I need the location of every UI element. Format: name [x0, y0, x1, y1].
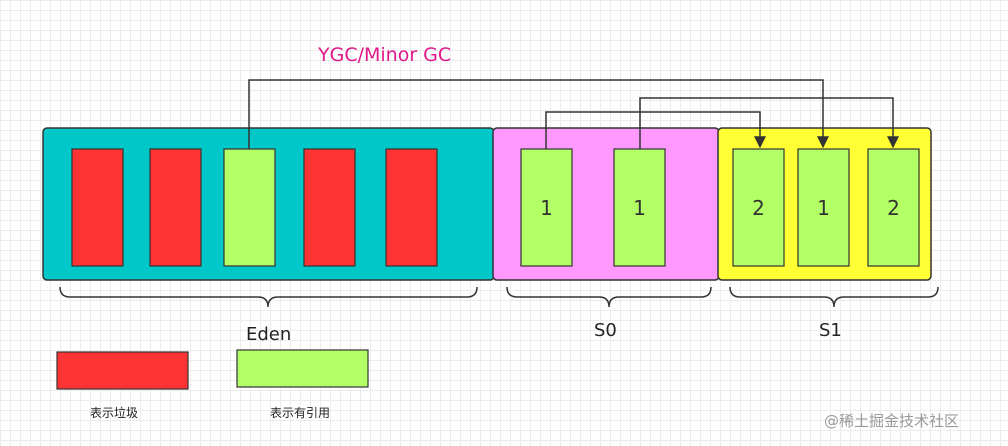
eden-cell-referenced: [223, 148, 276, 267]
eden-label: Eden: [246, 324, 292, 345]
s1-cell: [867, 148, 920, 267]
s0-cell: [520, 148, 573, 267]
legend-referenced-swatch: [236, 349, 369, 388]
s0-cell-number: 1: [540, 196, 553, 220]
s1-cell-number: 2: [887, 196, 900, 220]
legend-garbage-text: 表示垃圾: [90, 406, 139, 420]
copy-arrow-s0-to-s1-first: [545, 111, 766, 149]
diagram-title: YGC/Minor GC: [318, 44, 452, 66]
s0-label: S0: [594, 320, 617, 341]
copy-arrow-s0-to-s1-third: [639, 97, 899, 149]
eden-cell-garbage: [303, 148, 356, 267]
s1-cell-number: 2: [752, 196, 765, 220]
s1-cell: [732, 148, 785, 267]
eden-brace: [59, 286, 478, 308]
watermark: @稀土掘金技术社区: [824, 412, 960, 430]
eden-cell-garbage: [385, 148, 438, 267]
s1-brace: [729, 286, 939, 308]
s1-cell-number: 1: [817, 196, 830, 220]
s1-cell: [797, 148, 850, 267]
s0-cell-number: 1: [633, 196, 646, 220]
copy-arrow-eden-to-s1: [248, 79, 829, 149]
s0-brace: [506, 286, 712, 308]
legend-referenced-text: 表示有引用: [270, 406, 331, 420]
eden-cell-garbage: [71, 148, 124, 267]
eden-cell-garbage: [149, 148, 202, 267]
s0-cell: [613, 148, 666, 267]
s1-label: S1: [819, 320, 842, 341]
legend-garbage-swatch: [56, 351, 189, 390]
